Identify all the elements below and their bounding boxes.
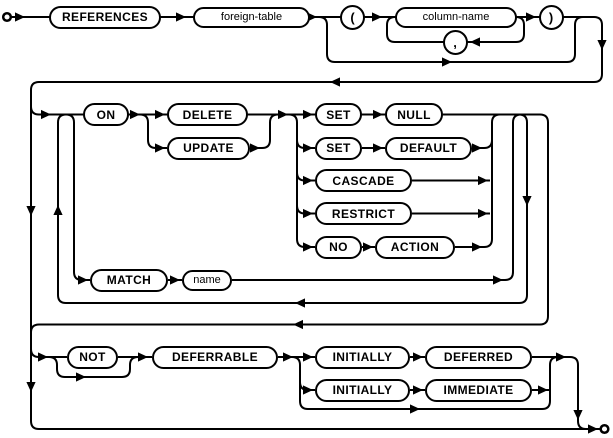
node-action-keyword: ACTION xyxy=(375,235,455,259)
node-restrict-keyword: RESTRICT xyxy=(315,202,412,225)
node-cascade-keyword: CASCADE xyxy=(315,169,412,192)
node-not-keyword: NOT xyxy=(67,345,118,369)
node-default-keyword: DEFAULT xyxy=(385,136,472,160)
node-column-name-nonterminal: column-name xyxy=(395,6,517,28)
start-terminal-dot xyxy=(1,11,13,23)
node-deferred-keyword: DEFERRED xyxy=(425,345,532,369)
node-comma: , xyxy=(442,29,468,55)
node-on-keyword: ON xyxy=(83,103,129,126)
node-name-nonterminal: name xyxy=(182,269,232,291)
node-references-keyword: REFERENCES xyxy=(49,5,161,29)
railroad-arrowheads xyxy=(15,12,607,434)
node-initially-deferred-initially-keyword: INITIALLY xyxy=(315,345,410,369)
end-terminal-dot xyxy=(599,423,610,435)
node-no-keyword: NO xyxy=(315,235,362,259)
node-close-paren: ) xyxy=(538,4,564,30)
node-immediate-keyword: IMMEDIATE xyxy=(425,378,532,402)
node-set-null-set-keyword: SET xyxy=(315,103,362,126)
node-foreign-table-nonterminal: foreign-table xyxy=(193,6,310,28)
node-null-keyword: NULL xyxy=(385,103,443,126)
node-delete-keyword: DELETE xyxy=(167,103,248,126)
node-initially-immediate-initially-keyword: INITIALLY xyxy=(315,378,410,402)
node-set-default-set-keyword: SET xyxy=(315,136,362,160)
node-deferrable-keyword: DEFERRABLE xyxy=(152,345,278,369)
node-match-keyword: MATCH xyxy=(90,268,168,292)
node-open-paren: ( xyxy=(340,4,365,30)
node-update-keyword: UPDATE xyxy=(167,136,250,160)
